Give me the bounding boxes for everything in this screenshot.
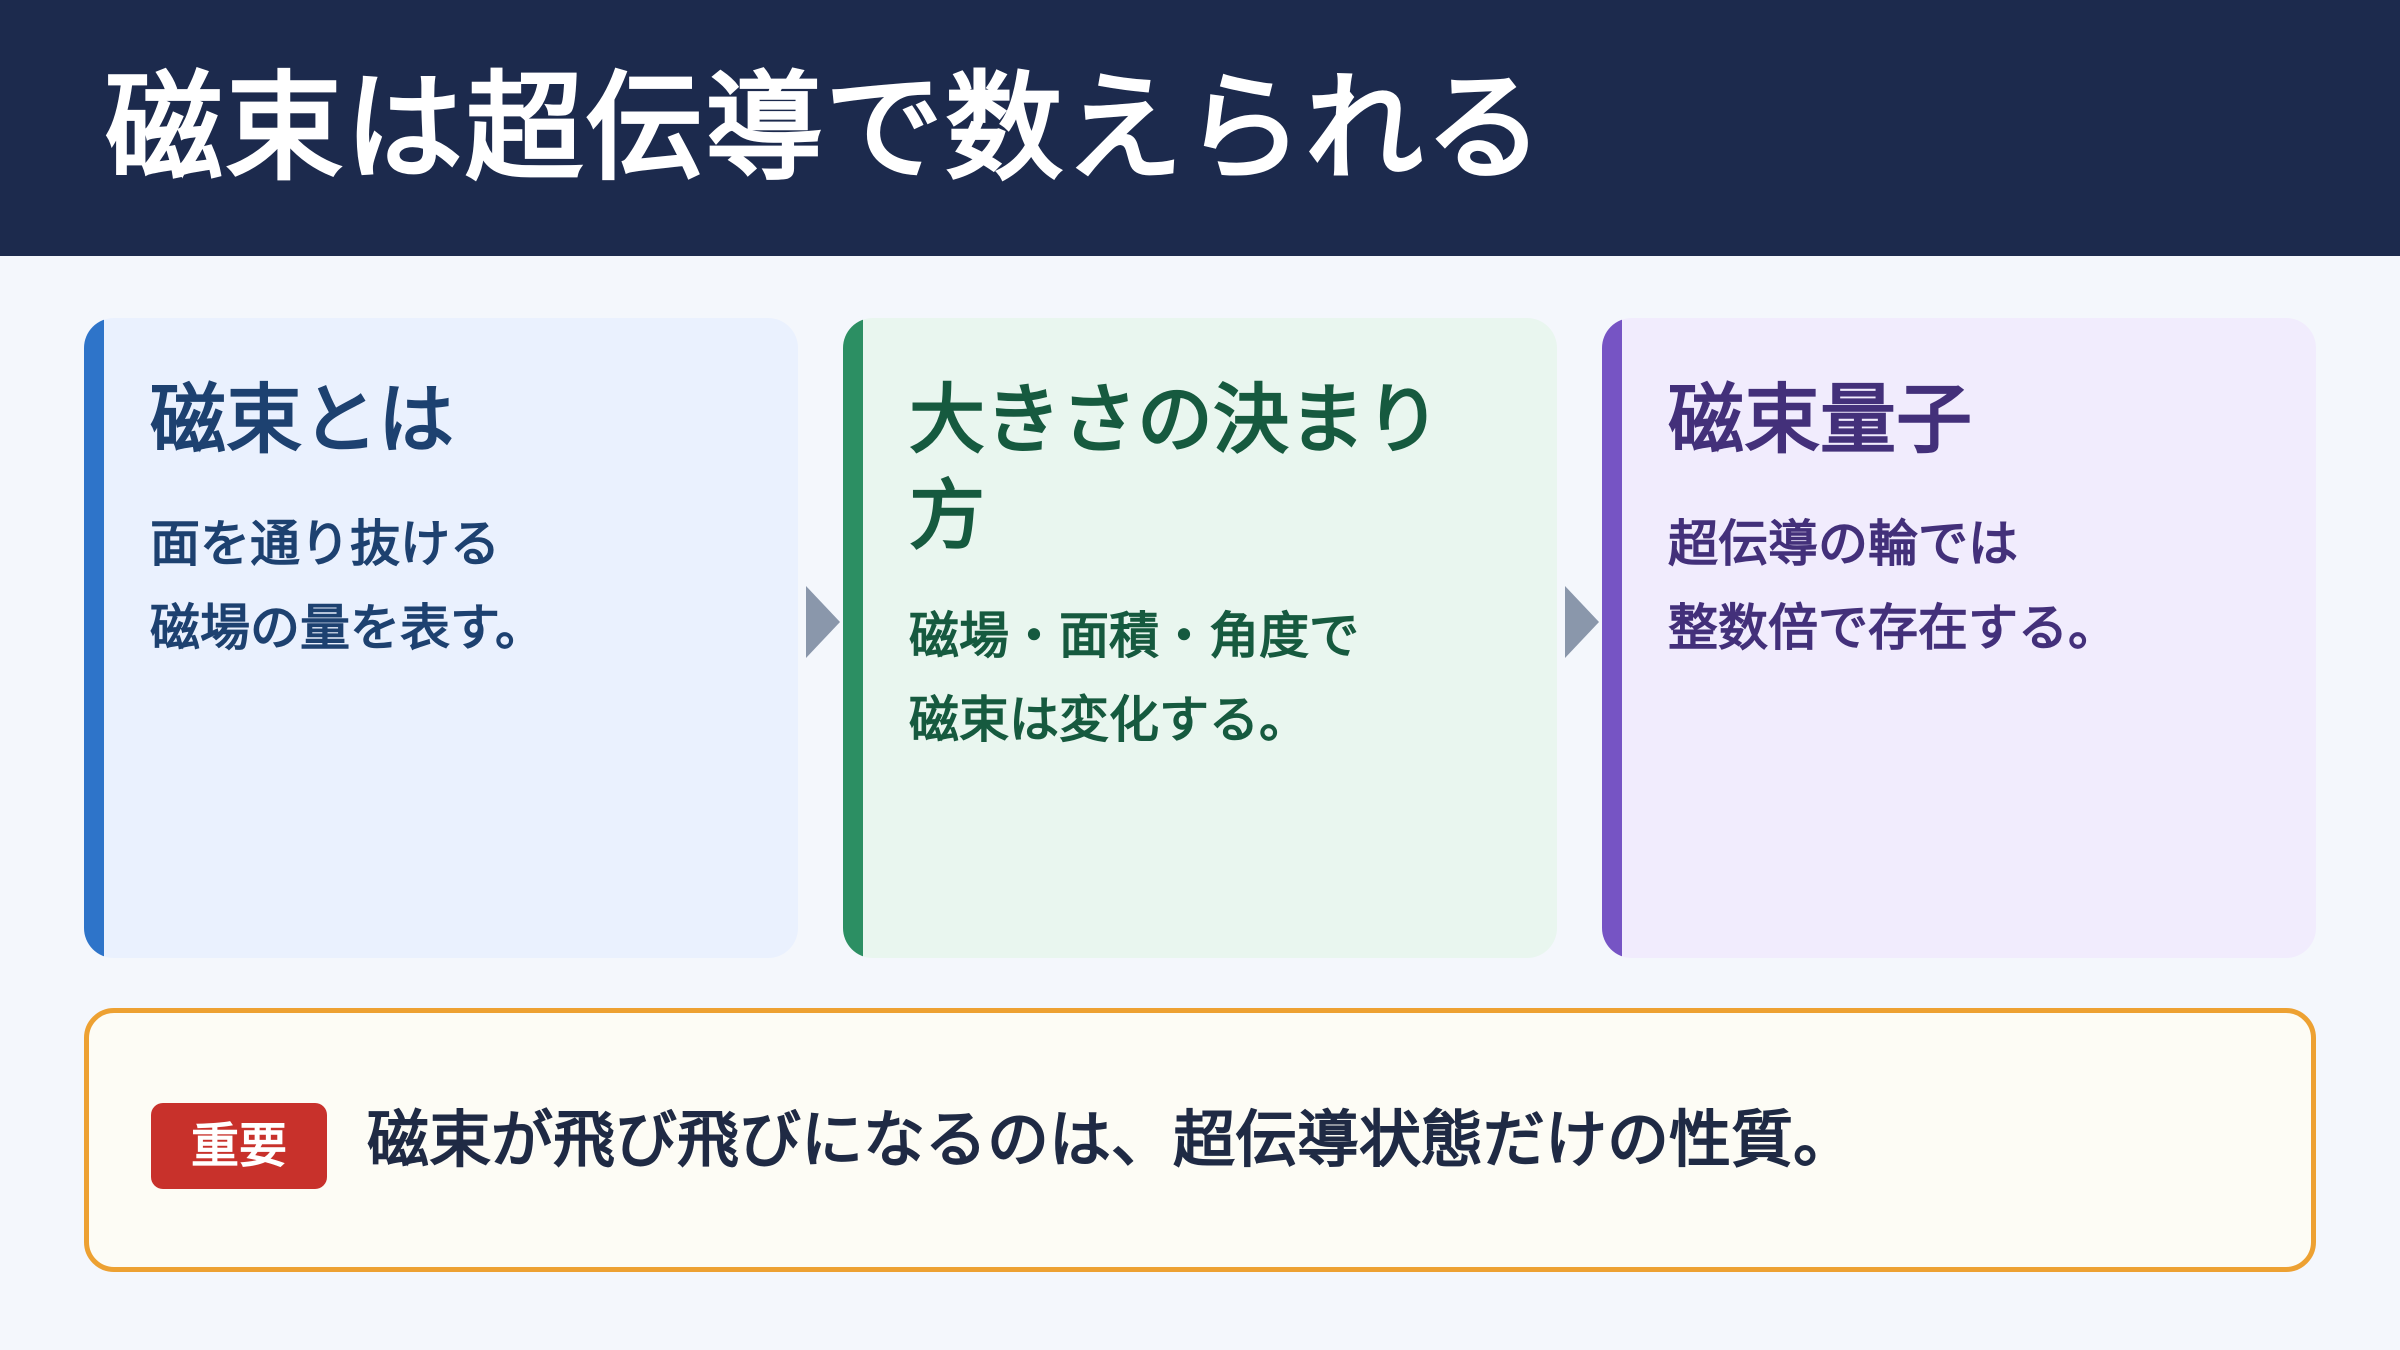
card-body-line: 磁束は変化する。 xyxy=(909,691,1309,749)
card-body-line: 面を通り抜ける xyxy=(150,515,500,573)
arrow-right-icon xyxy=(1565,586,1599,658)
card-body-line: 磁場・面積・角度で xyxy=(909,607,1359,665)
card-title: 磁束とは xyxy=(150,375,454,464)
header-bar: 磁束は超伝導で数えられる xyxy=(0,0,2400,256)
card-title: 大きさの決まり方 xyxy=(909,375,1441,560)
card-what-is-flux: 磁束とは 面を通り抜ける 磁場の量を表す。 xyxy=(84,318,798,958)
card-body-line: 整数倍で存在する。 xyxy=(1668,599,2118,657)
card-body: 磁場・面積・角度で 磁束は変化する。 xyxy=(909,594,1509,762)
card-body-line: 超伝導の輪では xyxy=(1668,515,2018,573)
card-body: 面を通り抜ける 磁場の量を表す。 xyxy=(150,502,750,670)
card-flux-quantum: 磁束量子 超伝導の輪では 整数倍で存在する。 xyxy=(1602,318,2316,958)
card-how-size-determined: 大きさの決まり方 磁場・面積・角度で 磁束は変化する。 xyxy=(843,318,1557,958)
card-body: 超伝導の輪では 整数倍で存在する。 xyxy=(1668,502,2268,670)
important-badge: 重要 xyxy=(151,1103,327,1189)
card-title: 磁束量子 xyxy=(1668,375,1972,464)
arrow-right-icon xyxy=(806,586,840,658)
page-title: 磁束は超伝導で数えられる xyxy=(105,59,1546,197)
important-note-box: 重要 磁束が飛び飛びになるのは、超伝導状態だけの性質。 xyxy=(84,1008,2316,1272)
note-text: 磁束が飛び飛びになるのは、超伝導状態だけの性質。 xyxy=(367,1103,1856,1176)
card-body-line: 磁場の量を表す。 xyxy=(150,599,545,657)
